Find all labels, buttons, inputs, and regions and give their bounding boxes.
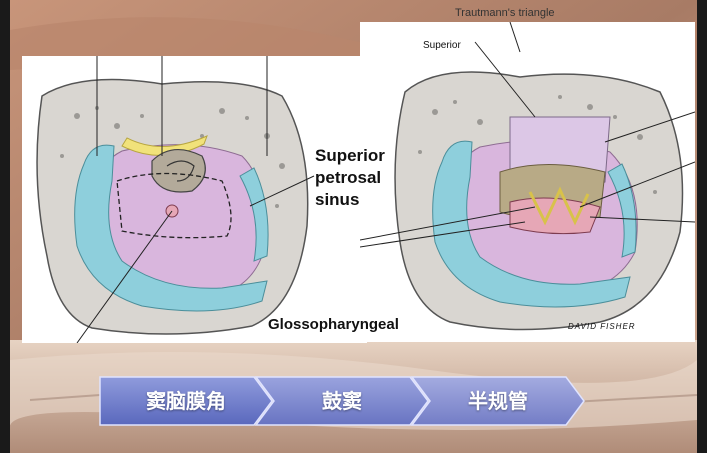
label-sps-line1: Superior	[315, 146, 385, 165]
step-label-antrum: 鼓窦	[322, 389, 362, 413]
label-sps-line3: sinus	[315, 190, 360, 209]
right-illustration	[360, 22, 695, 342]
slide: Trautmann's triangle Superior Superior p…	[10, 0, 697, 453]
label-superior-petrosal-sinus: Superior petrosal sinus	[315, 145, 385, 211]
artist-signature: DAVID FISHER	[568, 322, 636, 331]
label-superior-small-line1: Superior	[423, 40, 461, 51]
step-antrum[interactable]: 鼓窦	[254, 375, 430, 427]
step-label-semicircular-canal: 半规管	[468, 389, 528, 413]
step-navigation: 窦脑膜角 鼓窦	[98, 375, 585, 427]
left-illustration	[22, 56, 367, 343]
label-sps-line2: petrosal	[315, 168, 382, 187]
step-semicircular-canal[interactable]: 半规管	[410, 375, 586, 427]
step-label-sinodural-angle: 窦脑膜角	[146, 389, 226, 413]
label-superior-small: Superior	[423, 40, 461, 51]
label-trautmann: Trautmann's triangle	[455, 7, 555, 19]
step-sinodural-angle[interactable]: 窦脑膜角	[98, 375, 274, 427]
label-glossopharyngeal: Glossopharyngeal	[268, 316, 399, 333]
